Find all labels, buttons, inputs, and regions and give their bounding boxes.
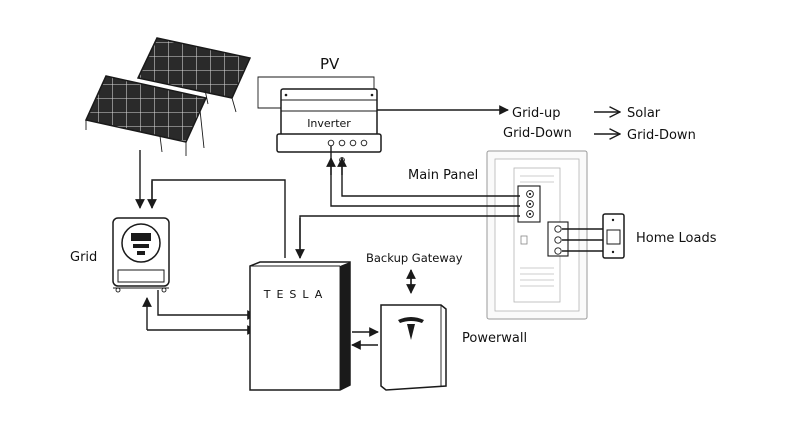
powerwall-icon — [380, 304, 447, 391]
main-panel-label: Main Panel — [408, 168, 478, 183]
grid-label: Grid — [70, 250, 97, 265]
pv-label: PV — [320, 55, 340, 73]
grid-down-right-label: Grid-Down — [627, 128, 696, 143]
main-panel-icon — [486, 150, 588, 320]
powerwall-label: Powerwall — [462, 331, 527, 346]
inverter-label: Inverter — [307, 117, 351, 130]
inverter-icon — [276, 88, 382, 163]
home-loads-box-icon — [602, 213, 625, 259]
backup-gateway-icon — [249, 261, 351, 391]
solar-panel-icon — [84, 37, 252, 156]
electric-meter-icon — [112, 217, 170, 293]
tesla-logo-icon — [398, 317, 424, 340]
grid-up-label: Grid-up — [512, 106, 560, 121]
solar-label: Solar — [627, 106, 661, 121]
grid-down-left-label: Grid-Down — [503, 126, 572, 141]
backup-gateway-label: Backup Gateway — [366, 251, 463, 265]
home-loads-label: Home Loads — [636, 231, 717, 246]
tesla-wordmark: TESLA — [263, 288, 329, 301]
